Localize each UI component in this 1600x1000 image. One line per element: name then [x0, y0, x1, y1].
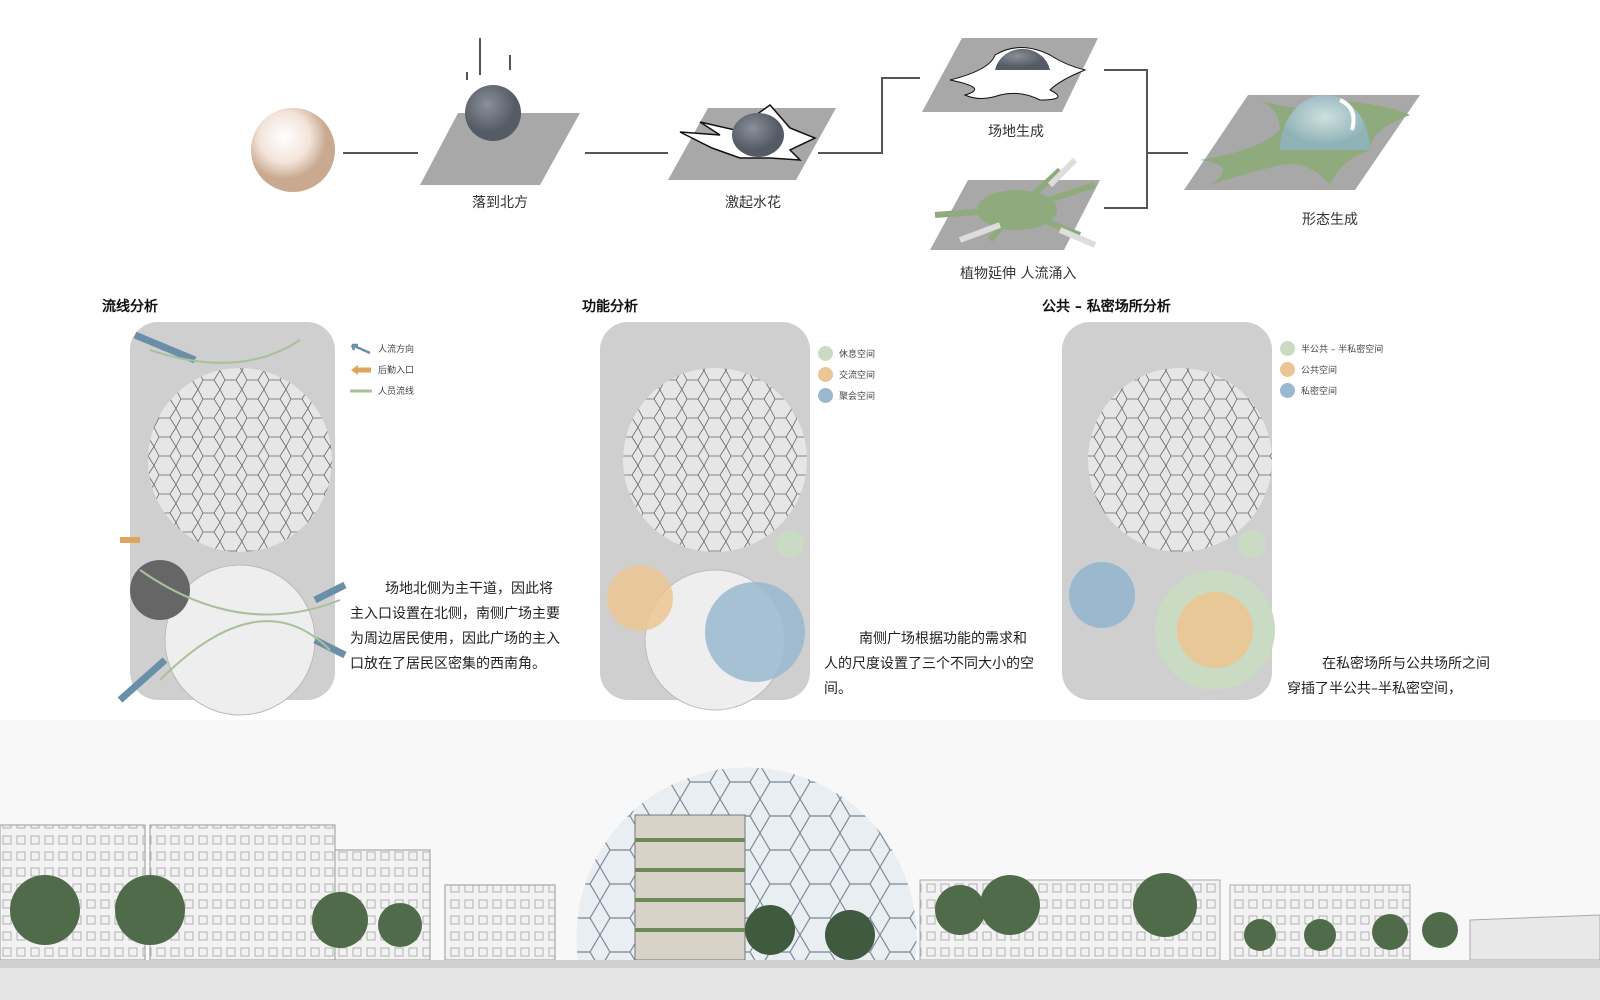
- form-step-illustration: [1184, 95, 1420, 190]
- connector-lines: [343, 69, 1188, 209]
- legend-label: 人员流线: [378, 387, 415, 397]
- fall-step-illustration: [420, 38, 580, 185]
- step-label-site: 场地生成: [988, 124, 1044, 140]
- green-line-icon: [350, 389, 372, 392]
- plan-privacy: [1062, 322, 1275, 700]
- legend-label: 休息空间: [839, 350, 876, 360]
- plant-step-illustration: [930, 157, 1100, 250]
- splash-step-illustration: [668, 103, 836, 180]
- legend-label: 私密空间: [1301, 387, 1338, 397]
- legend-label: 聚会空间: [839, 392, 876, 402]
- blue-arrow-icon: [350, 343, 371, 354]
- panel-title-circulation: 流线分析: [102, 299, 158, 315]
- geodesic-dome: [576, 767, 917, 961]
- plan-function: [600, 322, 810, 711]
- circulation-description: 场地北侧为主干道，因此将主入口设置在北侧，南侧广场主要为周边居民使用，因此广场的…: [350, 581, 560, 672]
- site-step-illustration: [922, 38, 1098, 112]
- orange-arrow-icon: [351, 364, 371, 375]
- legend-label: 半公共 – 半私密空间: [1301, 345, 1384, 355]
- pearl-icon: [251, 108, 335, 192]
- function-description: 南侧广场根据功能的需求和人的尺度设置了三个不同大小的空间。: [824, 631, 1034, 697]
- step-label-form: 形态生成: [1302, 212, 1358, 228]
- plan-circulation: [117, 322, 347, 716]
- rest-space-swatch: [818, 346, 833, 361]
- panel-title-privacy: 公共 – 私密场所分析: [1042, 299, 1171, 315]
- legend-label: 交流空间: [839, 371, 876, 381]
- semi-public-swatch: [1280, 341, 1295, 356]
- legend-label: 人流方向: [378, 345, 415, 355]
- gathering-space-swatch: [818, 388, 833, 403]
- panel-title-function: 功能分析: [582, 299, 638, 315]
- legend-label: 公共空间: [1301, 366, 1338, 376]
- privacy-description: 在私密场所与公共场所之间穿插了半公共–半私密空间，: [1287, 656, 1490, 697]
- step-label-fall: 落到北方: [472, 195, 528, 211]
- legend-circulation: 人流方向 后勤入口 人员流线: [350, 338, 414, 401]
- legend-label: 后勤入口: [378, 366, 415, 376]
- trees: [10, 873, 1458, 960]
- step-label-splash: 激起水花: [725, 195, 781, 211]
- exchange-space-swatch: [818, 367, 833, 382]
- private-swatch: [1280, 383, 1295, 398]
- step-label-plants: 植物延伸 人流涌入: [960, 266, 1077, 282]
- legend-function: 休息空间 交流空间 聚会空间: [818, 343, 875, 406]
- legend-privacy: 半公共 – 半私密空间 公共空间 私密空间: [1280, 338, 1383, 401]
- public-swatch: [1280, 362, 1295, 377]
